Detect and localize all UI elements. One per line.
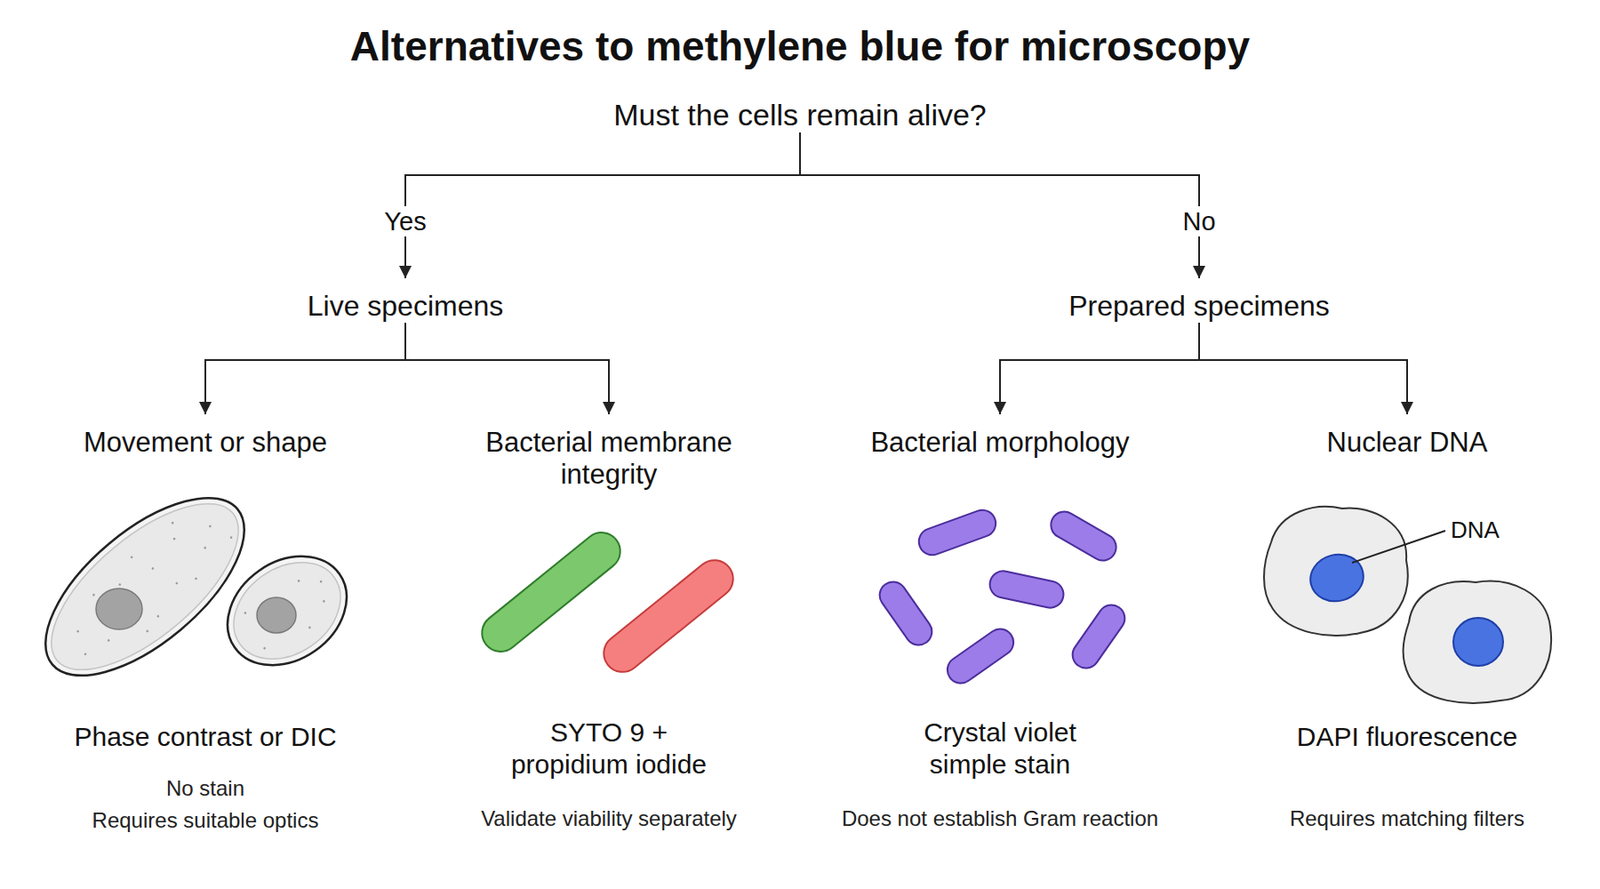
speckle [151, 567, 155, 571]
method-column: Nuclear DNA DAPI fluorescenceRequires mat… [1220, 414, 1594, 859]
purple-rod [874, 576, 937, 651]
column-heading: Movement or shape [18, 426, 392, 459]
speckle [83, 652, 88, 656]
speckle [208, 524, 213, 528]
green-rod [474, 525, 629, 660]
speckle [129, 555, 134, 560]
purple-rod [915, 506, 1000, 560]
speckle [229, 536, 233, 540]
speckle [156, 614, 160, 618]
speckle [308, 625, 312, 630]
branch-text: Prepared specimens [1068, 288, 1329, 323]
method-column: Movement or shapePhase contrast or DIC No… [18, 414, 392, 859]
method-column: Bacterial membrane integritySYTO 9 + pro… [422, 414, 796, 859]
method-name: SYTO 9 + propidium iodide [502, 716, 716, 781]
branch-answer: Yes [375, 206, 435, 237]
method-note: Requires suitable optics [18, 805, 392, 836]
method-note: No stain [18, 773, 392, 804]
cell-nucleus [96, 588, 143, 630]
purple-rod [1067, 600, 1130, 674]
dapi-nucleus [1304, 548, 1368, 608]
branch-connector [1199, 322, 1408, 415]
method-name: Crystal violet simple stain [893, 716, 1107, 781]
cell-outline [206, 534, 368, 688]
method-name: DAPI fluorescence [1220, 720, 1594, 753]
speckle [319, 579, 323, 584]
small-cell [206, 534, 368, 688]
method-note: Validate viability separately [422, 803, 796, 834]
cell-cytoplasm [24, 474, 265, 699]
cell-outline [1403, 581, 1552, 704]
branch-connector [405, 322, 609, 415]
speckle [118, 583, 122, 587]
dapi-nucleus [1453, 617, 1504, 666]
method-note: Does not establish Gram reaction [813, 803, 1187, 834]
speckle [194, 576, 199, 581]
method-name: Phase contrast or DIC [18, 720, 392, 753]
speckle [92, 592, 96, 597]
cell-outline [1264, 506, 1408, 636]
speckle [170, 520, 175, 525]
speckle [296, 579, 301, 584]
purple-rod [987, 568, 1066, 611]
question-text: Must the cells remain alive? [613, 96, 987, 133]
speckle [322, 600, 327, 604]
cytoplasm-speckles [55, 498, 245, 673]
speckle [145, 629, 150, 633]
large-cell [16, 465, 273, 707]
connectors [205, 132, 1408, 415]
branch-connector [1000, 322, 1200, 415]
live-bacterium [474, 525, 629, 660]
speckle [172, 536, 176, 541]
method-column: Bacterial morphologyCrystal violet simpl… [813, 414, 1187, 859]
diagram-title: Alternatives to methylene blue for micro… [0, 19, 1600, 73]
cell-cytoplasm [215, 542, 360, 679]
illustrations [16, 465, 1552, 707]
purple-rod [942, 624, 1019, 689]
method-note: Requires matching filters [1220, 803, 1594, 834]
purple-rod [1046, 506, 1121, 566]
leader-line [1352, 530, 1446, 563]
stained-bacteria [874, 506, 1130, 689]
cytoplasm-speckles [240, 565, 341, 657]
speckle [175, 581, 179, 585]
column-heading: Nuclear DNA [1220, 426, 1594, 459]
branch-answer: No [1173, 206, 1224, 237]
column-heading: Bacterial morphology [813, 426, 1187, 459]
speckle [76, 629, 80, 633]
branch-text: Live specimens [307, 288, 504, 323]
speckle [106, 638, 111, 642]
branch-node: Prepared specimens [1068, 278, 1329, 323]
branch-connector [205, 322, 406, 415]
branch-node: Live specimens [307, 278, 504, 323]
cell-outline [16, 465, 273, 707]
column-heading: Bacterial membrane integrity [462, 426, 756, 491]
red-rod [596, 552, 741, 680]
speckle [263, 646, 267, 650]
branch-connector [800, 132, 1200, 279]
question-node: Must the cells remain alive? [613, 96, 987, 133]
dead-bacterium [596, 552, 741, 680]
speckle [203, 545, 208, 550]
branch-connector [405, 132, 800, 279]
speckle [243, 611, 248, 616]
callout-label: DNA [1450, 516, 1500, 544]
cell-nucleus [256, 597, 296, 633]
